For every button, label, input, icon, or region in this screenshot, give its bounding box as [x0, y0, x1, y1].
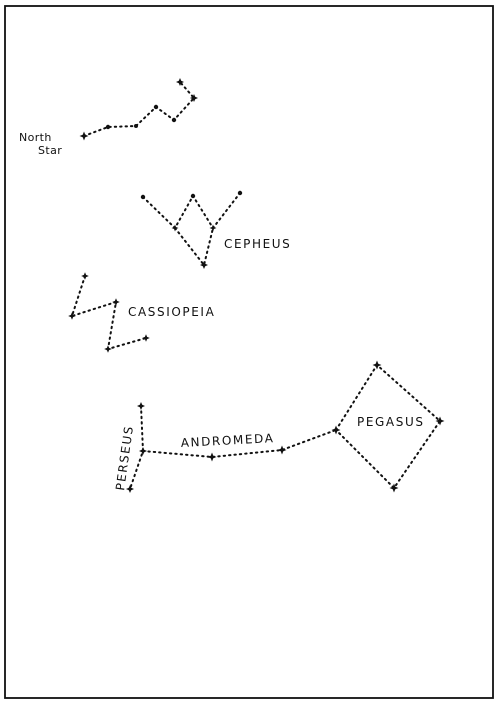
cassiopeia: [68, 272, 150, 353]
little-dipper-edges: [83, 81, 196, 137]
cassiopeia-star: [142, 334, 150, 342]
andromeda: [139, 429, 337, 462]
little-dipper-star: [176, 78, 184, 86]
cassiopeia-star: [104, 345, 112, 353]
pegasus-star: [389, 483, 399, 493]
cepheus-star: [209, 224, 217, 232]
page-border: [4, 5, 494, 699]
cepheus-star: [171, 224, 179, 232]
andromeda-star: [207, 452, 217, 462]
perseus-star: [137, 402, 145, 410]
pegasus-star: [372, 360, 382, 370]
andromeda-star: [139, 447, 147, 455]
cepheus-star: [190, 193, 196, 199]
cassiopeia-label: CASSIOPEIA: [128, 305, 215, 319]
little-dipper-star: [190, 94, 198, 102]
cepheus: [140, 190, 243, 269]
little-dipper-star: [105, 124, 111, 130]
little-dipper-star: [153, 104, 159, 110]
little-dipper-star: [171, 117, 177, 123]
perseus-star: [126, 485, 134, 493]
andromeda-edges: [142, 429, 337, 459]
north-star-mark: [79, 131, 89, 141]
pegasus-star: [435, 416, 445, 426]
cepheus-star: [140, 194, 146, 200]
north-star-label-line2: Star: [38, 144, 62, 157]
cepheus-edges-lower: [174, 227, 214, 268]
little-dipper-stars: [79, 78, 198, 141]
cepheus-star: [237, 190, 243, 196]
little-dipper-star: [134, 124, 138, 128]
north-star-label-line1: North: [19, 131, 52, 144]
andromeda-label: ANDROMEDA: [180, 431, 274, 450]
cepheus-label: CEPHEUS: [224, 237, 291, 251]
cassiopeia-star: [81, 272, 89, 280]
pegasus-label: PEGASUS: [357, 415, 425, 429]
cepheus-edges: [142, 192, 241, 230]
pegasus-star: [331, 425, 341, 435]
little-dipper: [79, 78, 198, 141]
pegasus: [331, 360, 445, 493]
cassiopeia-star: [112, 298, 120, 306]
andromeda-star: [277, 445, 287, 455]
cassiopeia-star: [68, 312, 76, 320]
cepheus-star: [200, 261, 208, 269]
